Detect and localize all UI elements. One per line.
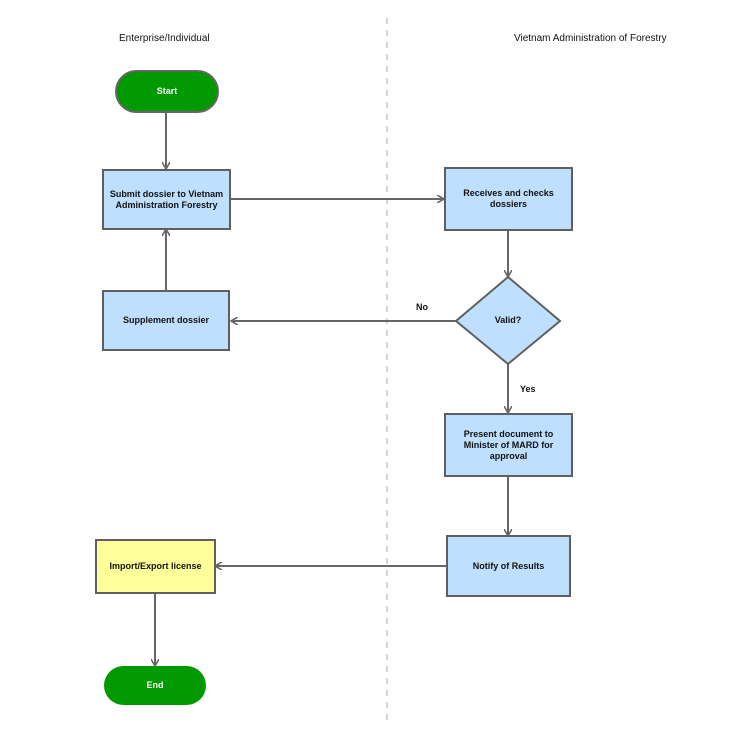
lane-label-vietnam-administration-forestry: Vietnam Administration of Forestry <box>514 33 667 44</box>
import-export-license-node[interactable]: Import/Export license <box>95 539 216 594</box>
notify-results-node[interactable]: Notify of Results <box>446 535 571 597</box>
receive-check-dossiers-label: Receives and checks dossiers <box>463 188 554 209</box>
start-node[interactable]: Start <box>115 70 219 113</box>
submit-dossier-label: Submit dossier to Vietnam Administration… <box>109 188 224 210</box>
start-label: Start <box>156 86 178 96</box>
present-document-label: Present document to Minister of MARD for… <box>463 428 554 461</box>
supplement-dossier-node[interactable]: Supplement dossier <box>102 290 230 351</box>
end-label: End <box>146 680 164 690</box>
yes-edge-label: Yes <box>520 384 536 394</box>
submit-dossier-node[interactable]: Submit dossier to Vietnam Administration… <box>102 169 231 230</box>
notify-results-label: Notify of Results <box>472 560 545 571</box>
valid-decision-label: Valid? <box>494 315 522 325</box>
no-edge-label: No <box>416 302 428 312</box>
lane-label-enterprise-individual: Enterprise/Individual <box>119 33 210 44</box>
present-document-node[interactable]: Present document to Minister of MARD for… <box>444 413 573 477</box>
end-node[interactable]: End <box>104 666 206 705</box>
receive-check-dossiers-node[interactable]: Receives and checks dossiers <box>444 167 573 231</box>
valid-decision-node[interactable]: Valid? <box>458 278 558 362</box>
import-export-license-label: Import/Export license <box>109 561 202 571</box>
supplement-dossier-label: Supplement dossier <box>122 315 210 325</box>
decision-diamond <box>454 275 562 366</box>
